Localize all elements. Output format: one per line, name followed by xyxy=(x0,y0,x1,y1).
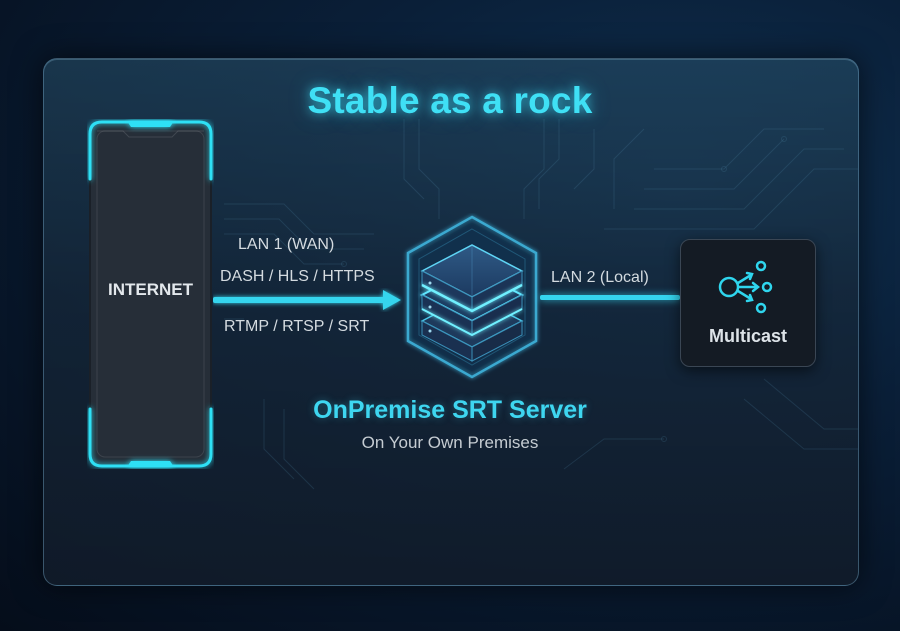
server-title: OnPremise SRT Server xyxy=(313,396,587,424)
wan-protocols-bottom: RTMP / RTSP / SRT xyxy=(224,318,370,335)
wan-link-label: LAN 1 (WAN) xyxy=(238,236,335,253)
local-link-label: LAN 2 (Local) xyxy=(551,269,649,286)
server-subtitle: On Your Own Premises xyxy=(361,433,539,452)
multicast-label: Multicast xyxy=(708,326,787,346)
multicast-node: Multicast xyxy=(680,239,816,367)
wan-arrow-icon xyxy=(213,290,401,310)
wan-protocols-top: DASH / HLS / HTTPS xyxy=(220,268,375,285)
circuit-background-pattern xyxy=(224,119,858,490)
multicast-icon xyxy=(718,260,773,314)
page-title: Stable as a rock xyxy=(307,80,593,121)
server-stack-icon xyxy=(406,215,538,379)
internet-device-frame-icon xyxy=(88,120,213,468)
internet-node: INTERNET xyxy=(87,119,214,469)
local-link-line xyxy=(540,295,680,300)
internet-label: INTERNET xyxy=(108,280,193,299)
